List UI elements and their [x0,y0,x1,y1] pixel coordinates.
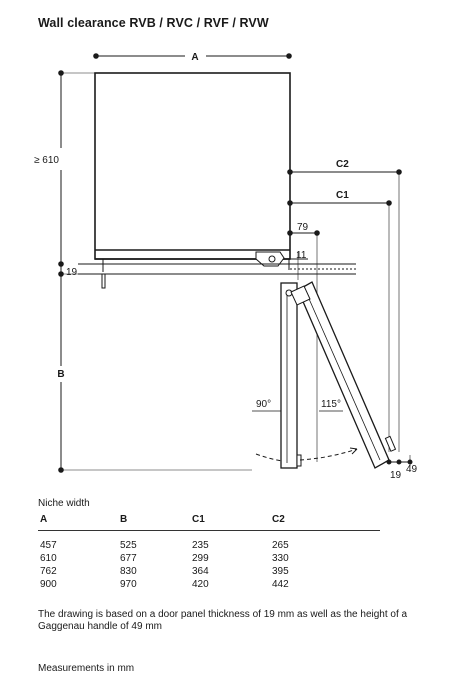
table-cell: 830 [120,566,137,577]
table-cell: 235 [192,540,209,551]
dimension-dot [286,53,292,59]
label-79: 79 [297,222,309,233]
label-c1: C1 [336,190,349,201]
column-header-c1: C1 [192,514,272,531]
measurement-units: Measurements in mm [38,663,135,674]
label-angle-115: 115° [321,399,341,410]
table-cell: 442 [272,579,289,590]
hinge-icon [255,251,285,267]
drawing-note: The drawing is based on a door panel thi… [38,609,408,632]
table-cell: 265 [272,540,289,551]
label-11: 11 [296,250,307,261]
label-49-bottom: 49 [406,464,418,475]
table-cell: 457 [40,540,57,551]
dimension-dot [287,230,293,236]
niche-width-table: A B C1 C2 457 525 235 265 610 677 299 33… [38,514,380,591]
table-cell: 299 [192,553,209,564]
table-cell: 525 [120,540,137,551]
swing-arc [255,453,284,462]
dimension-dot [287,169,293,175]
table-row: 762 830 364 395 [38,565,380,578]
label-19-left: 19 [66,267,78,278]
table-row: 610 677 299 330 [38,552,380,565]
label-a: A [191,52,198,63]
label-19-bottom: 19 [390,470,402,481]
table-cell: 900 [40,579,57,590]
column-header-a: A [38,514,120,531]
table-cell: 364 [192,566,209,577]
label-min-depth: ≥ 610 [34,155,59,166]
table-cell: 970 [120,579,137,590]
column-header-b: B [120,514,192,531]
dimension-dot [396,459,402,465]
table-cell: 762 [40,566,57,577]
swing-arc [299,448,358,461]
table-cell: 395 [272,566,289,577]
table-row: 900 970 420 442 [38,578,380,591]
table-cell: 677 [120,553,137,564]
dimension-dot [93,53,99,59]
table-header-row: A B C1 C2 [38,514,380,531]
dimension-dot [287,200,293,206]
table-cell: 420 [192,579,209,590]
table-cell: 330 [272,553,289,564]
label-b: B [57,369,64,380]
label-angle-90: 90° [256,399,271,410]
table-row: 457 525 235 265 [38,531,380,553]
page-title: Wall clearance RVB / RVC / RVF / RVW [38,16,269,30]
label-c2: C2 [336,159,349,170]
column-header-c2: C2 [272,514,380,531]
dimension-dot [386,459,392,465]
table-cell: 610 [40,553,57,564]
arrow-icon [349,447,358,455]
niche-width-caption: Niche width [38,498,90,509]
door-open-115 [290,281,397,469]
appliance-foot [101,273,106,289]
appliance-cabinet [94,72,291,260]
door-open-90 [280,282,302,469]
